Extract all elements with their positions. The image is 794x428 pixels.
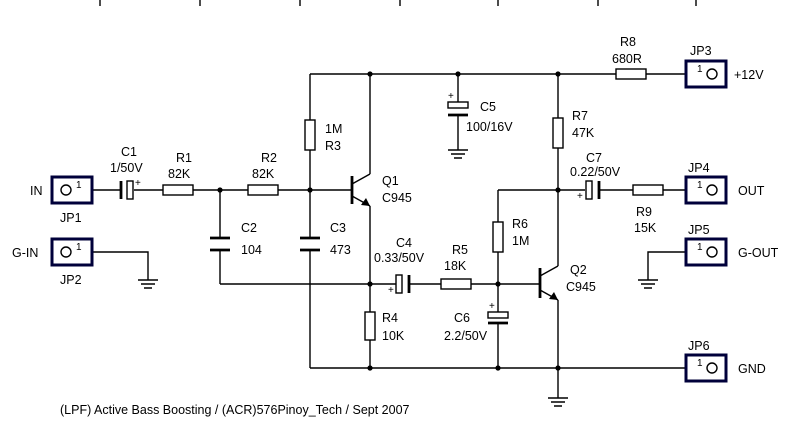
value-r2: 82K bbox=[252, 167, 275, 181]
ref-c2: C2 bbox=[241, 221, 257, 235]
pin-label: 1 bbox=[697, 180, 703, 191]
frame-ticks bbox=[99, 0, 697, 6]
connector-ref-jp4: JP4 bbox=[688, 161, 710, 175]
port-labels: IN G-IN +12V OUT G-OUT GND bbox=[12, 68, 779, 376]
resistor-r7 bbox=[552, 117, 564, 149]
ref-c7: C7 bbox=[586, 151, 602, 165]
junction-dots bbox=[217, 71, 561, 371]
value-c3: 473 bbox=[330, 243, 351, 257]
pin-label: 1 bbox=[697, 358, 703, 369]
resistor-r2 bbox=[247, 184, 279, 196]
connector-jp2: 1 bbox=[50, 237, 94, 267]
connector-ref-jp1: JP1 bbox=[60, 211, 82, 225]
pin-label: 1 bbox=[76, 242, 82, 253]
ref-c1: C1 bbox=[121, 145, 137, 159]
ref-r2: R2 bbox=[261, 151, 277, 165]
capacitor-c3 bbox=[300, 236, 320, 252]
value-c4: 0.33/50V bbox=[374, 251, 425, 265]
ref-c4: C4 bbox=[396, 236, 412, 250]
wires bbox=[92, 73, 686, 398]
capacitor-c5 bbox=[447, 101, 469, 117]
ref-r1: R1 bbox=[176, 151, 192, 165]
value-q1: C945 bbox=[382, 191, 412, 205]
capacitor-c6 bbox=[487, 311, 509, 325]
value-r4: 10K bbox=[382, 329, 405, 343]
pin-label: 1 bbox=[76, 180, 82, 191]
resistor-r1 bbox=[162, 184, 194, 196]
value-r1: 82K bbox=[168, 167, 191, 181]
ref-c5: C5 bbox=[480, 100, 496, 114]
resistors bbox=[162, 68, 664, 341]
connector-jp3: 1 bbox=[684, 59, 728, 89]
port-12v-label: +12V bbox=[734, 68, 764, 82]
polarity-mark-c5: + bbox=[448, 91, 454, 102]
port-g-out-label: G-OUT bbox=[738, 246, 779, 260]
ref-r8: R8 bbox=[620, 35, 636, 49]
ref-r9: R9 bbox=[636, 205, 652, 219]
ref-r5: R5 bbox=[452, 243, 468, 257]
ground-icon bbox=[138, 149, 658, 407]
connector-ref-jp2: JP2 bbox=[60, 273, 82, 287]
pin-label: 1 bbox=[697, 64, 703, 75]
ref-r7: R7 bbox=[572, 109, 588, 123]
value-r9: 15K bbox=[634, 221, 657, 235]
resistor-r9 bbox=[632, 184, 664, 196]
polarity-mark-c1: + bbox=[135, 178, 141, 189]
port-g-in-label: G-IN bbox=[12, 246, 38, 260]
value-c2: 104 bbox=[241, 243, 262, 257]
diagram-caption: (LPF) Active Bass Boosting / (ACR)576Pin… bbox=[60, 403, 410, 417]
resistor-r8 bbox=[615, 68, 647, 80]
capacitor-c1 bbox=[119, 180, 134, 200]
value-c1: 1/50V bbox=[110, 161, 143, 175]
value-r5: 18K bbox=[444, 259, 467, 273]
port-out-label: OUT bbox=[738, 184, 765, 198]
pin-label: 1 bbox=[697, 242, 703, 253]
ref-c3: C3 bbox=[330, 221, 346, 235]
connector-ref-jp5: JP5 bbox=[688, 223, 710, 237]
ref-q1: Q1 bbox=[382, 174, 399, 188]
resistor-r4 bbox=[364, 311, 376, 341]
ref-c6: C6 bbox=[454, 311, 470, 325]
capacitor-c2 bbox=[210, 236, 230, 252]
value-c5: 100/16V bbox=[466, 120, 513, 134]
value-c6: 2.2/50V bbox=[444, 329, 488, 343]
component-labels: C1 1/50V R1 82K R2 82K C2 104 1M R3 C3 4… bbox=[110, 35, 657, 343]
connector-ref-jp3: JP3 bbox=[690, 44, 712, 58]
ref-r6: R6 bbox=[512, 217, 528, 231]
connector-ref-jp6: JP6 bbox=[688, 339, 710, 353]
value-c7: 0.22/50V bbox=[570, 165, 621, 179]
resistor-r6 bbox=[492, 221, 504, 253]
value-q2: C945 bbox=[566, 280, 596, 294]
capacitor-c4 bbox=[395, 274, 411, 294]
ref-q2: Q2 bbox=[570, 263, 587, 277]
value-r6: 1M bbox=[512, 234, 529, 248]
polarity-mark-c7: + bbox=[577, 191, 583, 202]
resistor-r5 bbox=[440, 278, 472, 290]
connector-labels: JP1 JP2 JP3 JP4 JP5 JP6 bbox=[60, 44, 712, 353]
value-r7: 47K bbox=[572, 126, 595, 140]
value-r8: 680R bbox=[612, 52, 642, 66]
port-in-label: IN bbox=[30, 184, 43, 198]
ref-r3: R3 bbox=[325, 139, 341, 153]
resistor-r3 bbox=[304, 119, 316, 151]
connector-jp6: 1 bbox=[684, 353, 728, 383]
transistor-q2 bbox=[538, 265, 559, 301]
polarity-marks: + + + + + bbox=[135, 91, 583, 312]
transistor-q1 bbox=[350, 173, 371, 207]
connector-jp5: 1 bbox=[684, 237, 728, 267]
capacitor-c7 bbox=[585, 180, 601, 200]
polarity-mark-c4: + bbox=[388, 285, 394, 296]
polarity-mark-c6: + bbox=[489, 301, 495, 312]
connector-jp1: 1 bbox=[50, 175, 94, 205]
port-gnd-label: GND bbox=[738, 362, 766, 376]
connector-jp4: 1 bbox=[684, 175, 728, 205]
ref-r4: R4 bbox=[382, 311, 398, 325]
value-r3: 1M bbox=[325, 122, 342, 136]
